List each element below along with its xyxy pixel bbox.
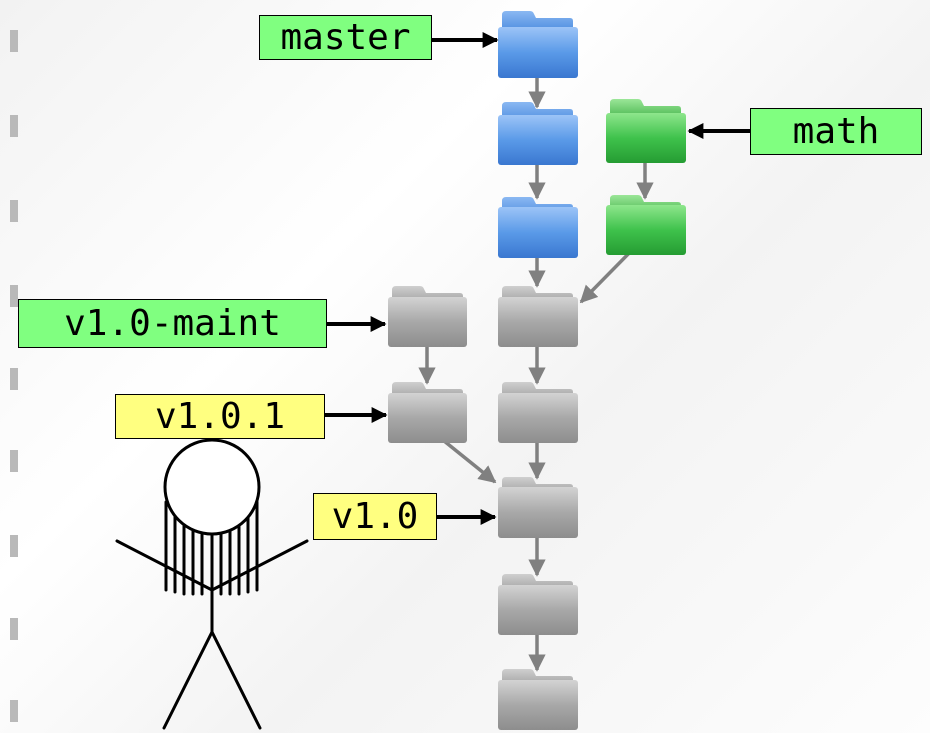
commit-v1-0-1: [388, 382, 467, 443]
folder-icon: [498, 297, 578, 347]
margin-dash: [10, 700, 18, 722]
folder-icon: [498, 115, 578, 165]
margin-dash: [10, 285, 18, 307]
folder-icon: [606, 113, 686, 163]
margin-dash: [10, 535, 18, 557]
branch-label-math: math: [750, 108, 922, 155]
folder-icon: [606, 205, 686, 255]
margin-dash: [10, 450, 18, 472]
margin-dash: [10, 618, 18, 640]
folder-icon: [502, 11, 573, 31]
tag-label-v1-0-1: v1.0.1: [115, 394, 325, 439]
folder-icon: [498, 487, 578, 538]
margin-dash: [10, 115, 18, 137]
folder-icon: [498, 585, 578, 635]
commit: [498, 197, 578, 258]
margin-dash: [10, 30, 18, 52]
folder-icon: [498, 393, 578, 443]
folder-icon: [388, 297, 467, 347]
commit-v1-0-maint-head: [388, 286, 467, 347]
folder-icon: [388, 393, 467, 443]
commit-math-head: [606, 99, 686, 163]
folder-icon: [498, 27, 578, 78]
commit-v1-0: [498, 477, 578, 538]
margin-dash: [10, 200, 18, 222]
branch-label-v1-0-maint: v1.0-maint: [18, 299, 327, 348]
folder-icon: [498, 207, 578, 258]
commit-master-head: [498, 11, 578, 78]
commit: [498, 102, 578, 165]
commit-merge: [498, 286, 578, 347]
commit: [606, 195, 686, 255]
tag-label-v1-0: v1.0: [313, 493, 437, 540]
commit: [498, 382, 578, 443]
branch-label-master: master: [259, 15, 432, 60]
stick-figure-icon: [115, 438, 309, 730]
commit-root: [498, 669, 578, 730]
folder-icon: [498, 680, 578, 730]
margin-dash: [10, 368, 18, 390]
commit: [498, 574, 578, 635]
